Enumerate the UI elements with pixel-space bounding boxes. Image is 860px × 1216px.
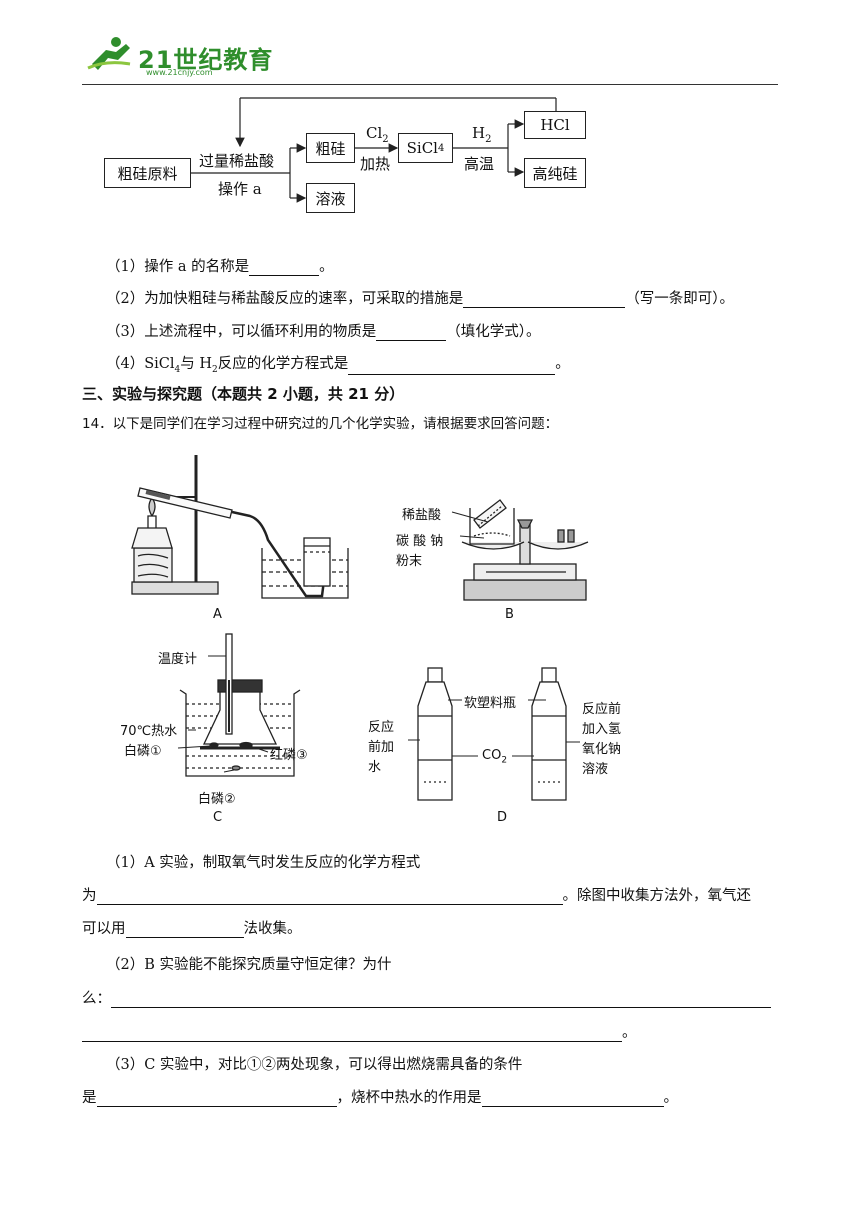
figure-c-caption: C <box>213 810 223 825</box>
figure-b-apparatus <box>461 499 589 601</box>
q14-part1-line2: 为 。除图中收集方法外，氧气还 <box>82 884 751 905</box>
figure-d-caption: D <box>497 810 508 825</box>
q14-part1-b: 为 <box>82 888 97 904</box>
q13-part4-b: 与 H <box>180 356 213 372</box>
label-co2: CO2 <box>482 748 507 766</box>
answer-blank[interactable] <box>376 326 447 341</box>
answer-blank[interactable] <box>463 293 626 308</box>
q13-part4-sub1: 4 <box>174 364 181 375</box>
box-pure-silicon: 高纯硅 <box>524 158 586 188</box>
q14-part2-b: 么： <box>82 991 111 1007</box>
cl2-text: Cl <box>366 124 383 142</box>
box-solution: 溶液 <box>306 183 355 213</box>
figure-a-apparatus <box>131 455 349 599</box>
q13-part3-end: （填化学式）。 <box>446 324 541 340</box>
label-left-1: 反应 <box>368 720 395 735</box>
label-left-2: 前加 <box>368 740 395 755</box>
label-excess-hcl: 过量稀盐酸 <box>199 152 275 170</box>
q13-part1-text: （1）操作 a 的名称是 <box>106 259 250 275</box>
label-white-phosphorus-1: 白磷① <box>124 744 162 759</box>
q14-part3-line1: （3）C 实验中，对比①②两处现象，可以得出燃烧需具备的条件 <box>106 1057 523 1073</box>
co2-text: CO <box>482 748 502 763</box>
answer-blank[interactable] <box>96 890 563 905</box>
figure-b-caption: B <box>505 607 514 622</box>
label-white-phosphorus-2: 白磷② <box>198 792 236 807</box>
q14-intro: 14．以下是同学们在学习过程中研究过的几个化学实验，请根据要求回答问题： <box>82 416 559 432</box>
q14-part1-d: 可以用 <box>82 921 126 937</box>
label-red-phosphorus-3: 红磷③ <box>270 748 308 763</box>
label-cl2: Cl2 <box>366 124 389 145</box>
label-dilute-hcl: 稀盐酸 <box>402 508 442 523</box>
logo <box>86 34 134 74</box>
h2-sub: 2 <box>485 134 492 145</box>
q13-part4: （4）SiCl4与 H2反应的化学方程式是 。 <box>106 352 570 375</box>
q14-part2-line2: 么： <box>82 987 771 1008</box>
logo-url: www.21cnjy.com <box>146 68 213 77</box>
runner-logo-icon <box>87 37 131 70</box>
label-soft-bottle: 软塑料瓶 <box>464 696 517 711</box>
label-left-3: 水 <box>368 760 382 775</box>
figure-d-apparatus <box>417 667 567 801</box>
answer-blank[interactable] <box>249 261 320 276</box>
answer-blank[interactable] <box>348 360 556 375</box>
q14-part1-e: 法收集。 <box>243 921 302 937</box>
answer-blank[interactable] <box>82 1027 622 1042</box>
sicl4-sub: 4 <box>437 142 445 154</box>
q13-part2-text: （2）为加快粗硅与稀盐酸反应的速率，可采取的措施是 <box>106 291 464 307</box>
label-right-4: 溶液 <box>582 762 609 777</box>
q13-part1: （1）操作 a 的名称是 。 <box>106 255 334 276</box>
q14-part2-line3: 。 <box>82 1021 637 1042</box>
label-operation-a: 操作 a <box>218 180 262 198</box>
q14-part2-line1: （2）B 实验能不能探究质量守恒定律？为什 <box>106 957 392 973</box>
label-hot-water: 70℃热水 <box>120 724 178 739</box>
sicl4-text: SiCl <box>406 139 438 157</box>
q13-part3-text: （3）上述流程中，可以循环利用的物质是 <box>106 324 377 340</box>
cl2-sub: 2 <box>382 134 389 145</box>
label-right-1: 反应前 <box>582 702 622 717</box>
label-heat: 加热 <box>360 155 391 173</box>
answer-blank[interactable] <box>125 923 244 938</box>
h2-text: H <box>472 124 486 142</box>
q13-part4-c: 反应的化学方程式是 <box>217 356 349 372</box>
logo-text: 21世纪教育 <box>138 46 274 74</box>
label-powder: 粉末 <box>396 554 423 569</box>
figure-a-caption: A <box>213 607 222 622</box>
q14-part1-c: 。除图中收集方法外，氧气还 <box>562 888 752 904</box>
q14-part1-line1: （1）A 实验，制取氧气时发生反应的化学方程式 <box>106 855 421 871</box>
q14-part3-b: 是 <box>82 1090 97 1106</box>
label-sodium-carbonate: 碳 酸 钠 <box>396 534 444 549</box>
answer-blank[interactable] <box>96 1092 337 1107</box>
label-h2: H2 <box>472 124 491 145</box>
q14-part1-line3: 可以用 法收集。 <box>82 917 302 938</box>
label-right-3: 氧化钠 <box>582 742 622 757</box>
answer-blank[interactable] <box>481 1092 664 1107</box>
label-right-2: 加入氢 <box>582 722 622 737</box>
box-crude-silicon: 粗硅 <box>306 133 355 163</box>
q13-part4-a: （4）SiCl <box>106 356 175 372</box>
co2-sub: 2 <box>501 755 508 766</box>
q14-part3-c: ，烧杯中热水的作用是 <box>336 1090 482 1106</box>
q13-part2: （2）为加快粗硅与稀盐酸反应的速率，可采取的措施是 （写一条即可）。 <box>106 287 734 308</box>
box-hcl: HCl <box>524 111 586 139</box>
section-heading: 三、实验与探究题（本题共 2 小题，共 21 分） <box>82 385 405 403</box>
q14-part3-line2: 是 ，烧杯中热水的作用是 。 <box>82 1086 678 1107</box>
q14-part3-end: 。 <box>663 1090 679 1106</box>
box-raw-silicon: 粗硅原料 <box>104 158 191 188</box>
q13-part4-end: 。 <box>555 356 570 372</box>
label-high-temp: 高温 <box>464 155 495 173</box>
q14-part2-end: 。 <box>622 1025 637 1041</box>
q13-part4-sub2: 2 <box>212 364 218 375</box>
answer-blank[interactable] <box>111 993 771 1008</box>
q13-part3: （3）上述流程中，可以循环利用的物质是 （填化学式）。 <box>106 320 540 341</box>
q13-part2-end: （写一条即可）。 <box>625 291 734 307</box>
label-thermometer: 温度计 <box>158 652 198 667</box>
q13-part1-end: 。 <box>319 259 334 275</box>
header-divider <box>82 84 778 85</box>
flowchart-arrows <box>191 97 557 203</box>
